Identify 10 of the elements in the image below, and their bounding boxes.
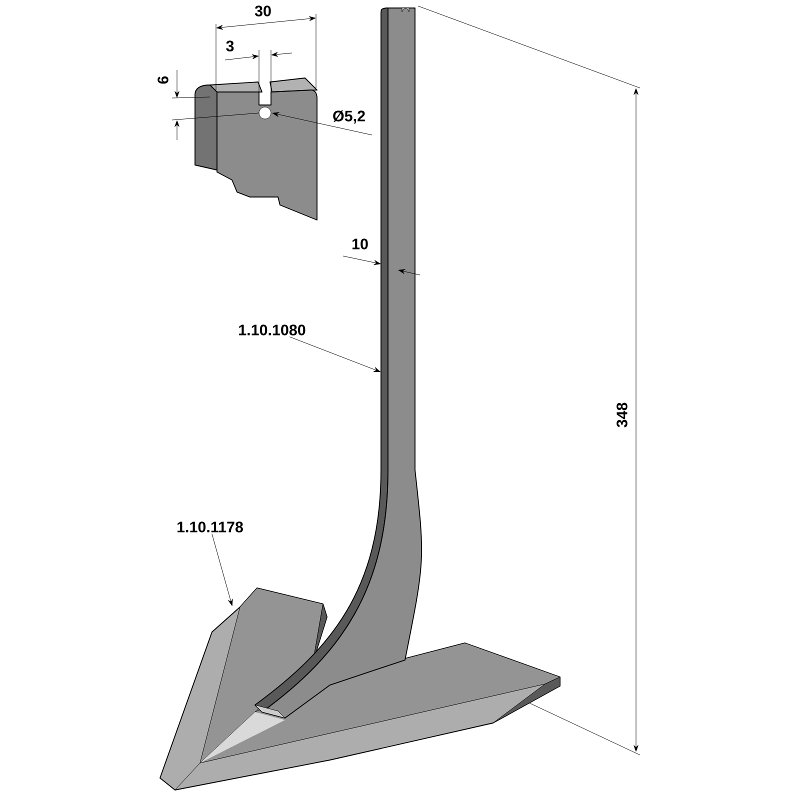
dimension-label: 6 (158, 76, 168, 84)
leader-line (212, 534, 233, 606)
part-number: 1.10.1178 (178, 522, 243, 532)
leader-line (289, 336, 380, 372)
dimension-label: 348 (616, 402, 628, 428)
dimension-label: Ø5,2 (333, 110, 365, 124)
dimension-label: 30 (254, 6, 271, 16)
dimension-label: 10 (352, 238, 368, 250)
dimension-label: 3 (226, 40, 234, 52)
part-number: 1.10.1080 (239, 324, 306, 336)
